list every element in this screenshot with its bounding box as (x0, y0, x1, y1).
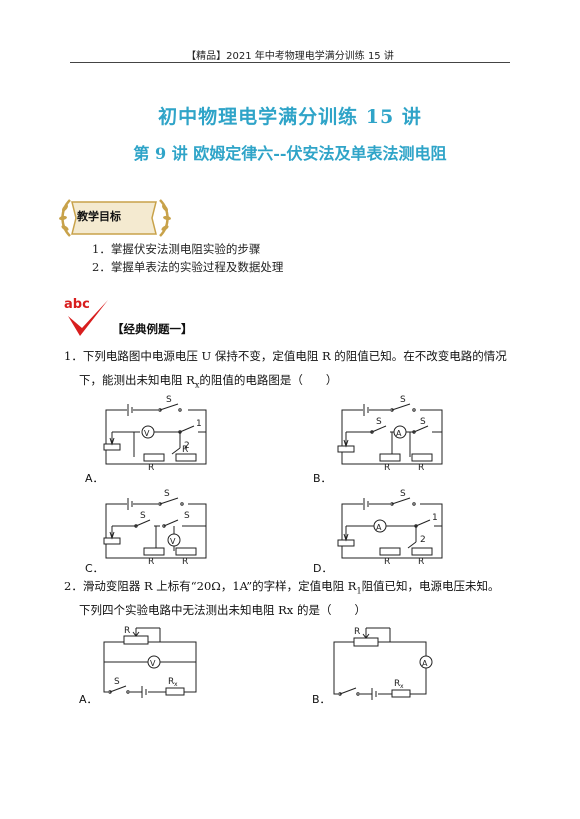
question-2-line-1: 2．滑动变阻器 R 上标有“20Ω，1A”的字样，定值电阻 R1阻值已知，电源电… (64, 579, 500, 596)
svg-text:S: S (400, 489, 406, 499)
circuit-1b: A S S S R R (337, 395, 443, 470)
abc-check-icon: abc (64, 297, 108, 336)
svg-text:S: S (400, 395, 406, 405)
question-2-line-2: 下列四个实验电路中无法测出未知电阻 Rx 的是（ ） (79, 603, 366, 617)
option-b[interactable]: B． (313, 472, 332, 485)
circuit-1c: V S S S R R (103, 489, 207, 564)
svg-text:R: R (418, 463, 424, 470)
document-title: 初中物理电学满分训练 15 讲 (158, 106, 422, 128)
svg-text:1: 1 (196, 419, 202, 429)
circuit-2b: R A R x (333, 627, 433, 700)
svg-text:R: R (394, 679, 400, 689)
option-2a[interactable]: A． (79, 693, 98, 706)
svg-text:R: R (384, 557, 390, 564)
svg-text:x: x (174, 681, 178, 688)
laurel-badge-icon (59, 199, 171, 237)
logo-text: abc (64, 297, 90, 312)
svg-text:R: R (384, 463, 390, 470)
svg-text:S: S (184, 511, 190, 521)
ammeter-label: A (396, 429, 402, 438)
option-c[interactable]: C． (85, 562, 104, 575)
section-label: 【经典例题一】 (112, 322, 193, 336)
question-1-line-2: 下，能测出未知电阻 Rx的阻值的电路图是（ ） (79, 373, 338, 390)
page-header: 【精品】2021 年中考物理电学满分训练 15 讲 (186, 51, 394, 62)
option-d[interactable]: D． (313, 562, 333, 575)
objectives-badge-label: 教学目标 (77, 210, 121, 223)
question-1-line-1: 1．下列电路图中电源电压 U 保持不变，定值电阻 R 的阻值已知。在不改变电路的… (64, 349, 507, 363)
objective-item: 1．掌握伏安法测电阻实验的步骤 (92, 242, 261, 256)
svg-text:R: R (148, 463, 154, 470)
svg-text:R: R (418, 557, 424, 564)
circuit-2a: R V S R x (103, 626, 197, 698)
svg-text:S: S (140, 511, 146, 521)
option-a[interactable]: A． (85, 472, 104, 485)
svg-text:R: R (148, 557, 154, 564)
svg-text:A: A (376, 523, 382, 532)
svg-text:1: 1 (432, 513, 438, 523)
svg-text:R: R (168, 677, 174, 687)
header-rule (70, 62, 510, 63)
svg-text:R: R (124, 626, 130, 636)
svg-text:S: S (420, 417, 426, 427)
svg-text:x: x (400, 683, 404, 690)
svg-text:R: R (182, 557, 188, 564)
svg-text:R: R (182, 445, 188, 455)
svg-text:S: S (114, 677, 120, 687)
option-2b[interactable]: B． (312, 693, 331, 706)
svg-text:R: R (354, 627, 360, 637)
svg-text:S: S (376, 417, 382, 427)
svg-text:A: A (422, 659, 428, 668)
svg-text:2: 2 (420, 535, 426, 545)
objective-item: 2．掌握单表法的实验过程及数据处理 (92, 260, 284, 274)
svg-text:V: V (170, 537, 176, 546)
circuit-1a: V S 1 2 R R (103, 395, 207, 470)
circuit-1d: A S 1 2 R R (337, 489, 443, 564)
svg-text:S: S (166, 395, 172, 405)
lesson-title: 第 9 讲 欧姆定律六--伏安法及单表法测电阻 (133, 144, 447, 163)
voltmeter-label: V (144, 429, 150, 438)
svg-text:2: 2 (184, 441, 190, 451)
svg-text:S: S (164, 489, 170, 499)
svg-text:V: V (150, 659, 156, 668)
